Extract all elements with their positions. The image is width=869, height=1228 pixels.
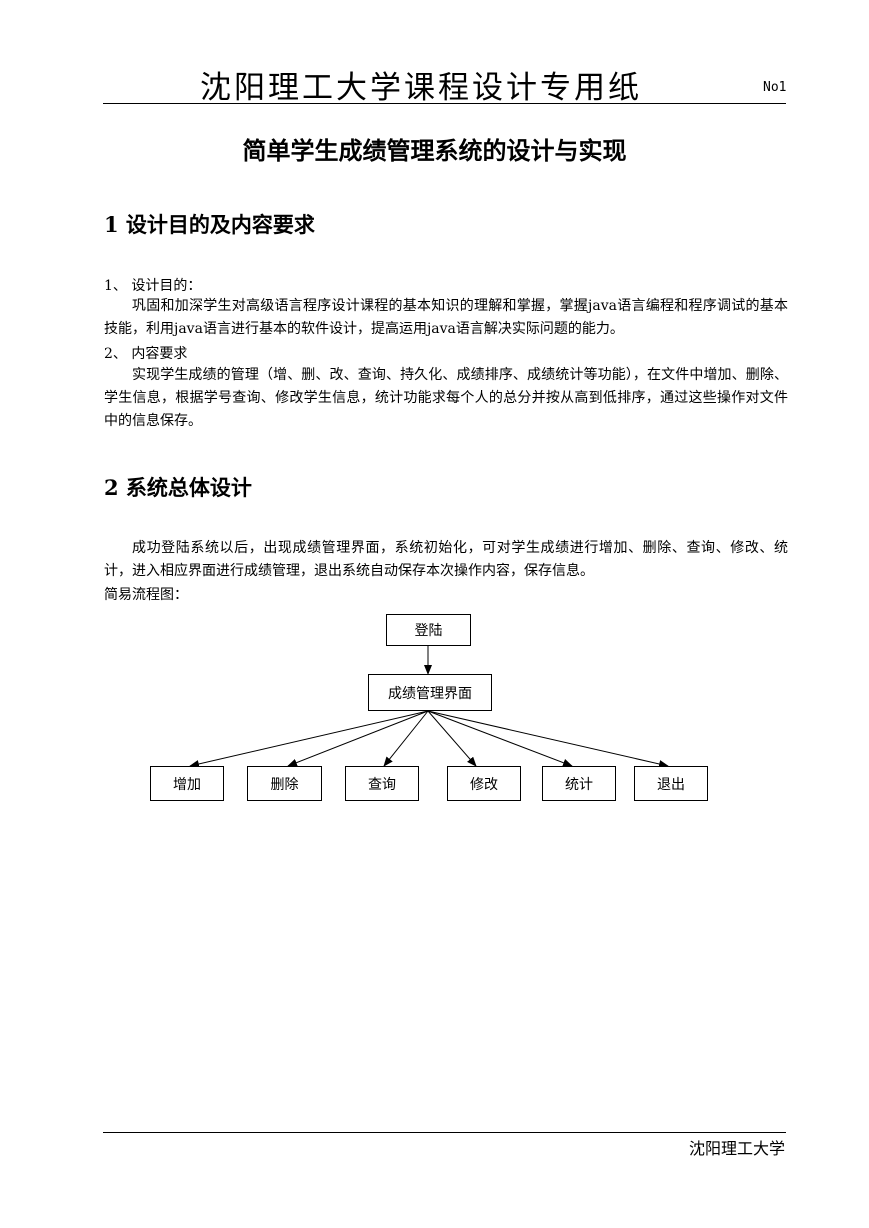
arrow-main-to-stats [427,710,573,767]
footer-rule [103,1132,786,1133]
header-rule [103,103,786,104]
flow-box-query: 查询 [345,766,419,801]
item-1-paragraph: 巩固和加深学生对高级语言程序设计课程的基本知识的理解和掌握，掌握java语言编程… [104,298,788,337]
flow-box-login: 登陆 [386,614,471,646]
arrow-main-to-modify [427,710,477,767]
flow-box-delete: 删除 [247,766,322,801]
flow-box-modify: 修改 [447,766,521,801]
section-2-heading: 2 系统总体设计 [104,475,252,500]
flow-box-exit: 退出 [634,766,708,801]
arrow-main-to-exit [427,710,669,768]
item-2-paragraph: 实现学生成绩的管理（增、删、改、查询、持久化、成绩排序、成绩统计等功能），在文件… [104,367,788,429]
section-1-heading: 1 设计目的及内容要求 [104,212,315,237]
document-title: 简单学生成绩管理系统的设计与实现 [242,136,627,165]
flowchart-label: 简易流程图： [104,587,188,603]
section-2-paragraph: 成功登陆系统以后，出现成绩管理界面，系统初始化，可对学生成绩进行增加、删除、查询… [104,540,788,579]
flow-box-main: 成绩管理界面 [368,674,492,711]
item-2-label: 2、 内容要求 [104,346,188,362]
item-1-label: 1、 设计目的： [104,278,202,294]
footer-text: 沈阳理工大学 [688,1139,785,1158]
header-title: 沈阳理工大学课程设计专用纸 [200,70,642,106]
page-number: No1 [763,80,787,95]
flow-box-add: 增加 [150,766,224,801]
arrow-main-to-delete [287,710,429,767]
flow-box-stats: 统计 [542,766,616,801]
arrow-main-to-add [189,710,429,768]
arrow-main-to-query [383,710,429,767]
